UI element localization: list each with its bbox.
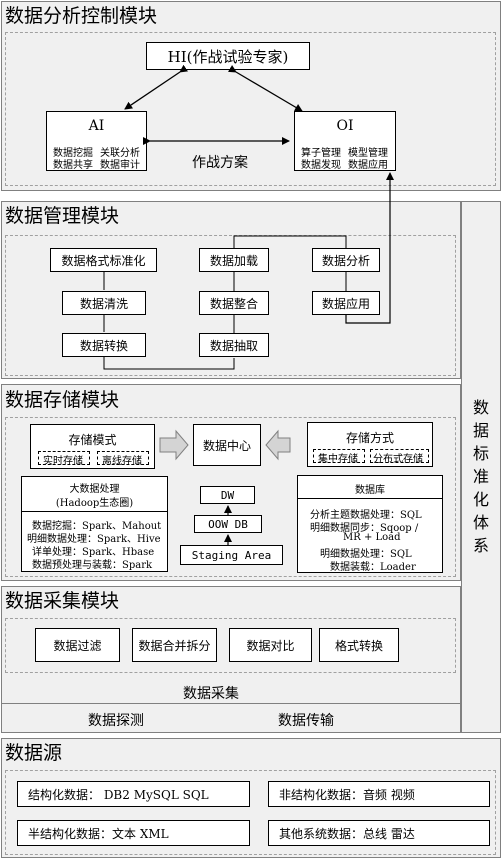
standard-system-label: 数 据 标 准 化 体 系: [472, 398, 489, 555]
filter-box: 数据过滤: [35, 628, 120, 662]
method-to-center-arrow: [265, 429, 291, 461]
data-collect-label: 数据采集: [183, 686, 239, 702]
bigdata-subtitle: (Hadoop生态圈): [55, 498, 134, 509]
mgmt-to-oi-arrow: [345, 172, 394, 324]
db-line-mr: MR + Load: [343, 532, 401, 543]
battle-plan-label: 作战方案: [192, 155, 248, 171]
storage-method-title: 存储方式: [345, 431, 394, 445]
realtime-storage-tag: [38, 451, 90, 465]
data-loading-box: 数据加载: [199, 248, 269, 272]
oi-item-operator: 算子管理: [301, 148, 341, 159]
staging-area-box: Staging Area: [180, 545, 283, 565]
db-line-detail: 明细数据处理：SQL: [320, 549, 412, 560]
db-line-loading: 数据装载：Loader: [330, 562, 416, 573]
database-divider: [298, 498, 442, 499]
bigdata-box: 大数据处理 (Hadoop生态圈) 数据挖掘：Spark、Mahout 明细数据…: [21, 476, 168, 572]
ai-title: AI: [88, 118, 105, 134]
oow-db-box: OOW DB: [194, 515, 262, 533]
structured-data-box: 结构化数据： DB2 MySQL SQL: [17, 781, 250, 807]
data-extraction-box: 数据抽取: [199, 333, 269, 357]
control-module-title: 数据分析控制模块: [5, 5, 158, 27]
unstructured-data-box: 非结构化数据：音频 视频: [268, 781, 490, 807]
offline-storage-label: 离线存储: [102, 456, 142, 467]
hi-oi-arrow: [227, 64, 303, 112]
data-source-title: 数据源: [5, 742, 63, 764]
database-box: 数据库 分析主题数据处理：SQL 明细数据同步：Sqoop / MR + Loa…: [297, 475, 443, 573]
bigdata-line-record: 详单处理：Spark、Hbase: [32, 547, 155, 558]
storage-mode-title: 存储模式: [68, 433, 117, 447]
data-detect-label: 数据探测: [88, 713, 144, 729]
ai-item-mining: 数据挖掘: [53, 148, 93, 159]
db-line-analysis: 分析主题数据处理：SQL: [310, 510, 422, 521]
semi-structured-data-box: 半结构化数据：文本 XML: [17, 820, 250, 846]
oi-item-model: 模型管理: [348, 148, 388, 159]
bigdata-line-detail: 明细数据处理：Spark、Hive: [27, 534, 161, 545]
oi-box: OI 算子管理 模型管理 数据发现 数据应用: [294, 111, 396, 171]
ai-item-audit: 数据审计: [100, 160, 140, 171]
mode-to-center-arrow: [159, 429, 189, 461]
compare-box: 数据对比: [229, 628, 312, 662]
database-title: 数据库: [355, 485, 385, 496]
mgmt-c1-c2-link: [103, 357, 235, 370]
storage-method-box: 存储方式 集中存储 分布式存储: [307, 422, 433, 467]
management-module-title: 数据管理模块: [5, 205, 120, 227]
oi-item-discovery: 数据发现: [301, 160, 341, 171]
ai-item-sharing: 数据共享: [53, 160, 93, 171]
bigdata-divider: [22, 511, 167, 512]
data-transfer-label: 数据传输: [278, 713, 334, 729]
dw-box: DW: [200, 486, 255, 504]
collection-module-title: 数据采集模块: [5, 590, 120, 612]
data-transform-box: 数据转换: [62, 333, 146, 357]
standard-system: [461, 201, 501, 733]
oi-item-application: 数据应用: [348, 160, 388, 171]
merge-split-box: 数据合并拆分: [132, 628, 217, 662]
bigdata-title: 大数据处理: [69, 484, 120, 495]
mgmt-c2-c3-link: [233, 235, 347, 248]
centralized-storage-label: 集中存储: [318, 454, 358, 465]
distributed-storage-tag: [370, 449, 429, 463]
data-cleaning-box: 数据清洗: [62, 291, 146, 315]
ai-box: AI 数据挖掘 关联分析 数据共享 数据审计: [46, 111, 147, 171]
realtime-storage-label: 实时存储: [43, 456, 83, 467]
data-integration-box: 数据整合: [199, 291, 269, 315]
storage-mode-box: 存储模式 实时存储 离线存储: [30, 424, 155, 469]
hi-ai-arrow: [124, 64, 189, 110]
other-system-data-box: 其他系统数据：总线 雷达: [268, 820, 490, 846]
bigdata-line-mining: 数据挖掘：Spark、Mahout: [32, 521, 162, 532]
data-analysis-box: 数据分析: [312, 248, 380, 272]
collection-divider: [2, 703, 460, 704]
format-standardize-box: 数据格式标准化: [50, 248, 157, 272]
storage-module-title: 数据存储模块: [5, 389, 120, 411]
oi-title: OI: [336, 118, 354, 134]
data-center-box: 数据中心: [193, 424, 261, 466]
bigdata-line-preprocess: 数据预处理与装载：Spark: [32, 560, 153, 571]
offline-storage-tag: [97, 451, 149, 465]
distributed-storage-label: 分布式存储: [373, 454, 423, 465]
centralized-storage-tag: [313, 449, 365, 463]
format-convert-box: 格式转换: [319, 628, 399, 662]
db-line-sync: 明细数据同步：Sqoop /: [310, 523, 419, 534]
ai-item-association: 关联分析: [100, 148, 140, 159]
data-application-box: 数据应用: [312, 291, 380, 315]
